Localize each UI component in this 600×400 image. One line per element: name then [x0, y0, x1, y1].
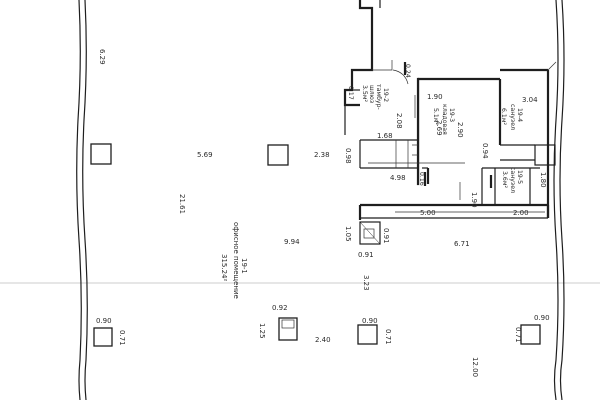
dim-5-69: 5.69 — [197, 151, 213, 159]
room-19-3-name: кладовая — [441, 104, 448, 135]
room-19-4-number: 19-4 — [516, 108, 523, 122]
column-2 — [267, 144, 289, 166]
dim-0-90-right: 0.90 — [534, 314, 550, 322]
room-19-1-name: офисное помещение — [232, 222, 240, 299]
dimension-labels: 6.29 5.69 2.38 21.61 9.94 4.98 5.00 6.71… — [96, 49, 550, 377]
column-5 — [357, 324, 378, 345]
room-19-2-name: тамбур- — [375, 84, 383, 110]
service-block-walls — [358, 61, 557, 245]
dim-1-05: 1.05 — [344, 226, 352, 242]
left-exterior-wall — [76, 0, 88, 400]
room-19-5-area: 3.6м² — [501, 171, 508, 189]
column-4 — [278, 317, 298, 341]
column-1 — [90, 143, 112, 165]
entrance-vestibule-walls — [343, 0, 409, 135]
dim-0-71-mid: 0.71 — [384, 329, 392, 345]
dim-0-91-right: 0.91 — [382, 228, 390, 244]
dim-1-25: 1.25 — [258, 323, 266, 339]
dim-1-90-low: 1.90 — [470, 192, 478, 208]
dim-0-98: 0.98 — [344, 148, 352, 164]
dim-0-90-left: 0.90 — [96, 317, 112, 325]
room-19-1-number: 19-1 — [240, 258, 248, 274]
dimension-lines — [368, 95, 545, 213]
dim-0-92: 0.92 — [272, 304, 288, 312]
dim-0-71-right: 0.71 — [514, 327, 522, 343]
room-19-1-area: 315.24² — [220, 254, 228, 281]
column-3 — [93, 327, 113, 347]
dim-1-90-top: 1.90 — [427, 93, 443, 101]
room-19-5-name: санузел — [509, 167, 516, 193]
dim-0-94: 0.94 — [481, 143, 489, 159]
column-6 — [520, 324, 541, 345]
dim-2-90: 2.90 — [456, 122, 464, 138]
dim-2-08: 2.08 — [395, 113, 403, 129]
dim-2-69: 2.69 — [435, 120, 443, 136]
dim-6-71: 6.71 — [454, 240, 470, 248]
dim-3-23: 3.23 — [362, 275, 370, 291]
room-19-4-area: 6.1м² — [500, 108, 507, 126]
dim-0-90-mid: 0.90 — [362, 317, 378, 325]
shaft-inner — [363, 228, 375, 239]
dim-1-68: 1.68 — [377, 132, 393, 140]
structural-columns — [90, 143, 541, 347]
dim-2-00: 2.00 — [513, 209, 529, 217]
dim-6-29: 6.29 — [98, 49, 106, 65]
room-19-2-area: 3.5м² — [361, 85, 368, 103]
dim-3-04: 3.04 — [522, 96, 538, 104]
dim-0-16: 0.16 — [418, 172, 425, 186]
dim-2-38: 2.38 — [314, 151, 330, 159]
dim-21-61: 21.61 — [178, 194, 186, 214]
dim-1-80: 1.80 — [539, 172, 547, 188]
room-19-4-name: санузел — [509, 104, 516, 130]
column-4-inner — [281, 319, 295, 329]
room-19-3-number: 19-3 — [448, 108, 455, 122]
dim-0-91-below: 0.91 — [358, 251, 374, 259]
dim-4-98: 4.98 — [390, 174, 406, 182]
dim-2-40: 2.40 — [315, 336, 331, 344]
dim-12-00: 12.00 — [471, 357, 479, 377]
right-exterior-wall — [553, 0, 565, 400]
room-19-2-name-2: шлюз — [368, 85, 375, 103]
dim-5-00: 5.00 — [420, 209, 436, 217]
dim-0-71-left: 0.71 — [118, 330, 126, 346]
room-labels: 19-1 офисное помещение 315.24² 19-2 тамб… — [220, 84, 523, 299]
dim-9-94: 9.94 — [284, 238, 300, 246]
room-19-2-number: 19-2 — [382, 88, 389, 102]
room-19-5-number: 19-5 — [516, 170, 523, 184]
dim-0-24: 0.24 — [404, 64, 411, 78]
dim-0-17: 0.17 — [347, 86, 354, 100]
room-19-3-area: 5.1м² — [432, 108, 439, 126]
